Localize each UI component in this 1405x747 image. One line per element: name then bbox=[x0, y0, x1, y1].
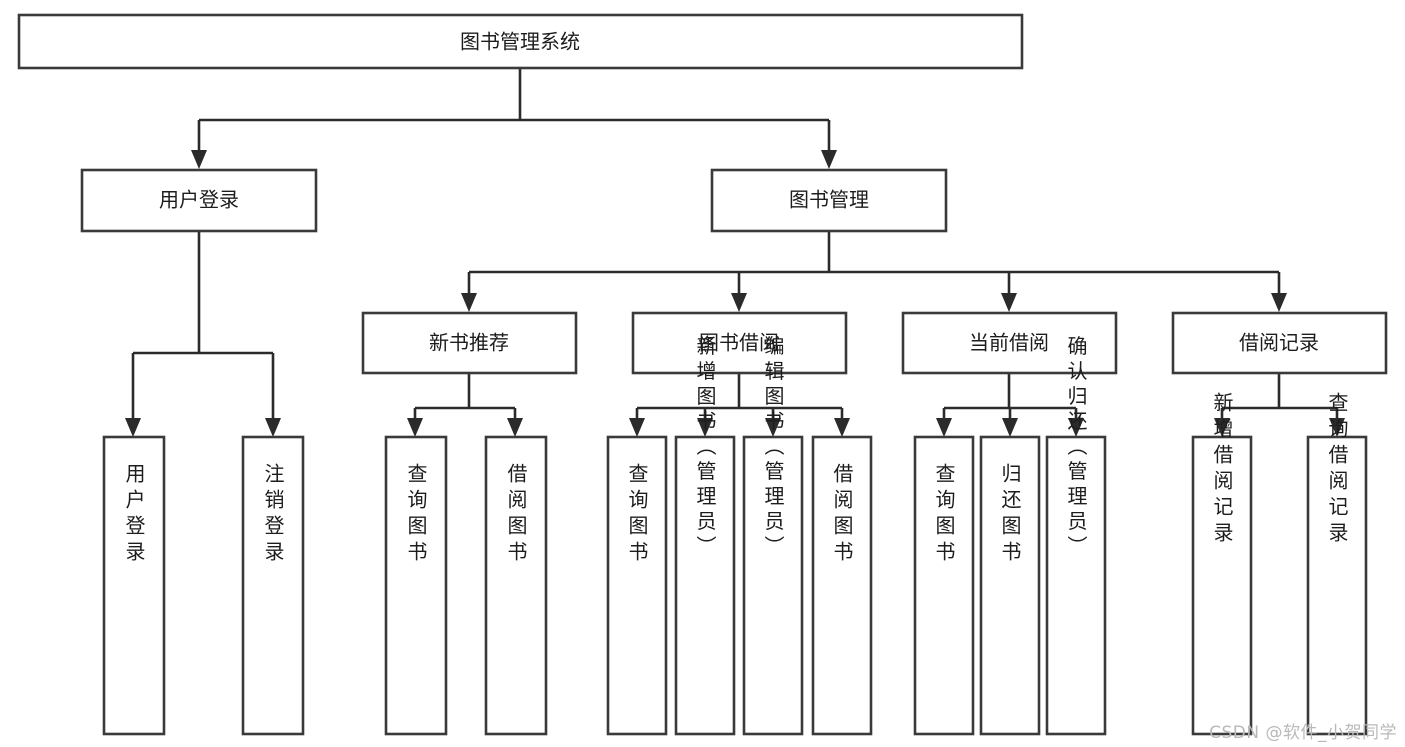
node-leaf-newbook-borrow-box[interactable] bbox=[484, 435, 548, 736]
arrow-head-leaf-user-login-2 bbox=[265, 418, 281, 437]
arrow-head-current-borrow-leaf-2 bbox=[1002, 418, 1018, 437]
node-leaf-record-add-box[interactable] bbox=[1191, 435, 1253, 736]
node-leaf-current-confirm-box[interactable] bbox=[1045, 435, 1107, 736]
node-borrow-record-label: 借阅记录 bbox=[1239, 331, 1319, 355]
node-current-borrow[interactable]: 当前借阅 bbox=[901, 311, 1118, 375]
node-borrow-record-box[interactable] bbox=[1171, 311, 1388, 375]
arrow-head-book-borrow bbox=[731, 293, 747, 312]
node-root-system-box[interactable] bbox=[17, 13, 1024, 70]
arrow-head-current-borrow-leaf-1 bbox=[936, 418, 952, 437]
node-leaf-borrow-edit-box[interactable] bbox=[742, 435, 804, 736]
node-book-borrow[interactable]: 图书借阅 bbox=[631, 311, 848, 375]
arrow-head-borrow-record-leaf-1 bbox=[1214, 418, 1230, 437]
node-leaf-user-login-box[interactable] bbox=[102, 435, 166, 736]
node-borrow-record[interactable]: 借阅记录 bbox=[1171, 311, 1388, 375]
connector-group-borrow-record bbox=[1214, 374, 1345, 437]
node-leaf-current-query-label: 查询图书 bbox=[932, 463, 956, 567]
node-leaf-current-confirm[interactable]: 确认归还（管理员） bbox=[1045, 335, 1107, 736]
arrow-head-book-borrow-leaf-1 bbox=[629, 418, 645, 437]
arrow-head-user-login bbox=[191, 150, 207, 169]
arrow-head-leaf-user-login-1 bbox=[125, 418, 141, 437]
node-leaf-record-query-box[interactable] bbox=[1306, 435, 1368, 736]
node-leaf-current-return[interactable]: 归还图书 bbox=[979, 435, 1041, 736]
node-leaf-newbook-borrow[interactable]: 借阅图书 bbox=[484, 435, 548, 736]
arrow-head-borrow-record bbox=[1271, 293, 1287, 312]
node-leaf-borrow-edit-label: 编辑图书（管理员） bbox=[761, 335, 785, 560]
node-user-login[interactable]: 用户登录 bbox=[80, 168, 318, 233]
node-user-login-label: 用户登录 bbox=[159, 188, 239, 212]
connector-group-user-login bbox=[125, 232, 281, 437]
node-leaf-newbook-query-box[interactable] bbox=[384, 435, 448, 736]
arrow-head-borrow-record-leaf-2 bbox=[1329, 418, 1345, 437]
node-leaf-user-login[interactable]: 用户登录 bbox=[102, 435, 166, 736]
node-current-borrow-label: 当前借阅 bbox=[969, 331, 1049, 355]
node-book-manage[interactable]: 图书管理 bbox=[710, 168, 948, 233]
node-new-book-recommend-box[interactable] bbox=[361, 311, 578, 375]
node-leaf-current-query-box[interactable] bbox=[913, 435, 975, 736]
node-leaf-borrow-book-box[interactable] bbox=[811, 435, 873, 736]
node-leaf-newbook-query[interactable]: 查询图书 bbox=[384, 435, 448, 736]
node-leaf-current-confirm-label: 确认归还（管理员） bbox=[1064, 335, 1088, 560]
node-leaf-record-add[interactable]: 新增借阅记录 bbox=[1191, 392, 1253, 736]
arrow-head-new-book-leaf-1 bbox=[407, 418, 423, 437]
node-leaf-borrow-query[interactable]: 查询图书 bbox=[606, 435, 668, 736]
node-new-book-recommend[interactable]: 新书推荐 bbox=[361, 311, 578, 375]
node-leaf-borrow-add[interactable]: 新增图书（管理员） bbox=[674, 335, 736, 736]
node-leaf-record-add-label: 新增借阅记录 bbox=[1210, 392, 1234, 548]
node-leaf-record-query[interactable]: 查询借阅记录 bbox=[1306, 392, 1368, 736]
node-book-manage-label: 图书管理 bbox=[789, 188, 869, 212]
arrow-head-current-borrow bbox=[1001, 293, 1017, 312]
node-leaf-newbook-query-label: 查询图书 bbox=[404, 463, 428, 567]
node-root-system-label: 图书管理系统 bbox=[460, 30, 580, 54]
arrow-head-book-borrow-leaf-2 bbox=[697, 418, 713, 437]
node-leaf-borrow-book[interactable]: 借阅图书 bbox=[811, 435, 873, 736]
node-book-manage-box[interactable] bbox=[710, 168, 948, 233]
arrow-head-current-borrow-leaf-3 bbox=[1068, 418, 1084, 437]
node-leaf-current-return-box[interactable] bbox=[979, 435, 1041, 736]
node-leaf-borrow-edit[interactable]: 编辑图书（管理员） bbox=[742, 335, 804, 736]
node-leaf-newbook-borrow-label: 借阅图书 bbox=[504, 463, 528, 567]
arrow-head-book-manage bbox=[821, 150, 837, 169]
connector-group-book-borrow bbox=[629, 374, 850, 437]
node-leaf-record-query-label: 查询借阅记录 bbox=[1325, 392, 1349, 548]
node-user-login-box[interactable] bbox=[80, 168, 318, 233]
node-leaf-logout-label: 注销登录 bbox=[261, 463, 285, 567]
node-leaf-borrow-add-box[interactable] bbox=[674, 435, 736, 736]
node-book-borrow-box[interactable] bbox=[631, 311, 848, 375]
node-root-system[interactable]: 图书管理系统 bbox=[17, 13, 1024, 70]
node-leaf-borrow-query-box[interactable] bbox=[606, 435, 668, 736]
connector-group-new-book bbox=[407, 374, 523, 437]
node-current-borrow-box[interactable] bbox=[901, 311, 1118, 375]
connector-group-current-borrow bbox=[936, 374, 1084, 437]
node-leaf-current-return-label: 归还图书 bbox=[998, 463, 1022, 567]
arrow-head-new-book-leaf-2 bbox=[507, 418, 523, 437]
arrow-head-new-book bbox=[461, 293, 477, 312]
node-new-book-recommend-label: 新书推荐 bbox=[429, 331, 509, 355]
node-leaf-logout-box[interactable] bbox=[241, 435, 305, 736]
node-leaf-borrow-query-label: 查询图书 bbox=[625, 463, 649, 567]
node-leaf-user-login-label: 用户登录 bbox=[122, 463, 146, 567]
arrow-head-book-borrow-leaf-3 bbox=[765, 418, 781, 437]
node-leaf-current-query[interactable]: 查询图书 bbox=[913, 435, 975, 736]
node-leaf-borrow-book-label: 借阅图书 bbox=[830, 463, 854, 567]
node-leaf-borrow-add-label: 新增图书（管理员） bbox=[693, 335, 717, 560]
connector-group-book-manage bbox=[461, 232, 1287, 312]
node-leaf-logout[interactable]: 注销登录 bbox=[241, 435, 305, 736]
node-book-borrow-label: 图书借阅 bbox=[699, 331, 779, 355]
connector-group-root bbox=[191, 69, 837, 169]
arrow-head-book-borrow-leaf-4 bbox=[834, 418, 850, 437]
